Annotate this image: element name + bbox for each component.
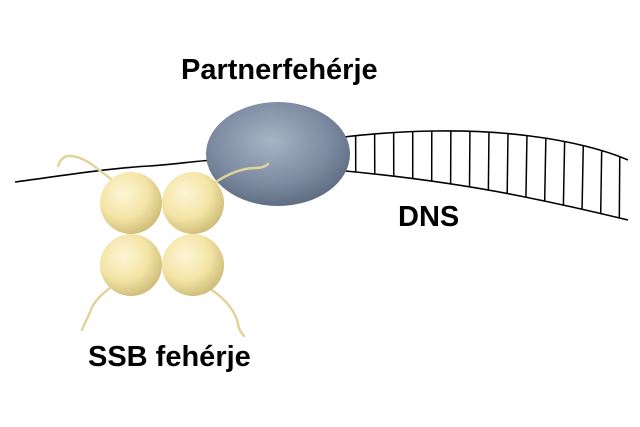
dna-label: DNS xyxy=(398,201,460,233)
dsdna-rung xyxy=(562,141,566,206)
ssb-tail-bottom-left xyxy=(80,280,120,332)
ssb-protein-label: SSB fehérje xyxy=(88,341,251,373)
dsdna-rungs xyxy=(354,130,621,218)
dsdna-rung xyxy=(506,133,509,194)
ssb-tetramer xyxy=(100,172,224,296)
dsdna-rung xyxy=(599,150,603,214)
ssb-subunit-top-left xyxy=(100,172,162,234)
ssb-tail-top-left xyxy=(56,154,120,186)
dsdna-rung xyxy=(543,138,547,202)
ssb-tails xyxy=(56,154,270,338)
dsdna-rung xyxy=(525,135,528,198)
partner-protein-shape xyxy=(206,102,350,206)
dsdna-bottom-strand xyxy=(334,169,629,221)
dsdna-ladder xyxy=(334,130,629,221)
partner-protein-label: Partnerfehérje xyxy=(181,54,378,86)
dsdna-rung xyxy=(581,145,585,210)
ssb-subunit-bottom-right xyxy=(162,234,224,296)
ssb-tail-top-right xyxy=(203,162,270,192)
ssb-subunit-bottom-left xyxy=(100,234,162,296)
dsdna-rung xyxy=(487,132,490,191)
ssb-tail-bottom-right xyxy=(210,288,246,338)
ssdna-strand xyxy=(14,159,221,183)
ssb-subunit-top-right xyxy=(162,172,224,234)
dsdna-top-strand xyxy=(334,130,629,161)
